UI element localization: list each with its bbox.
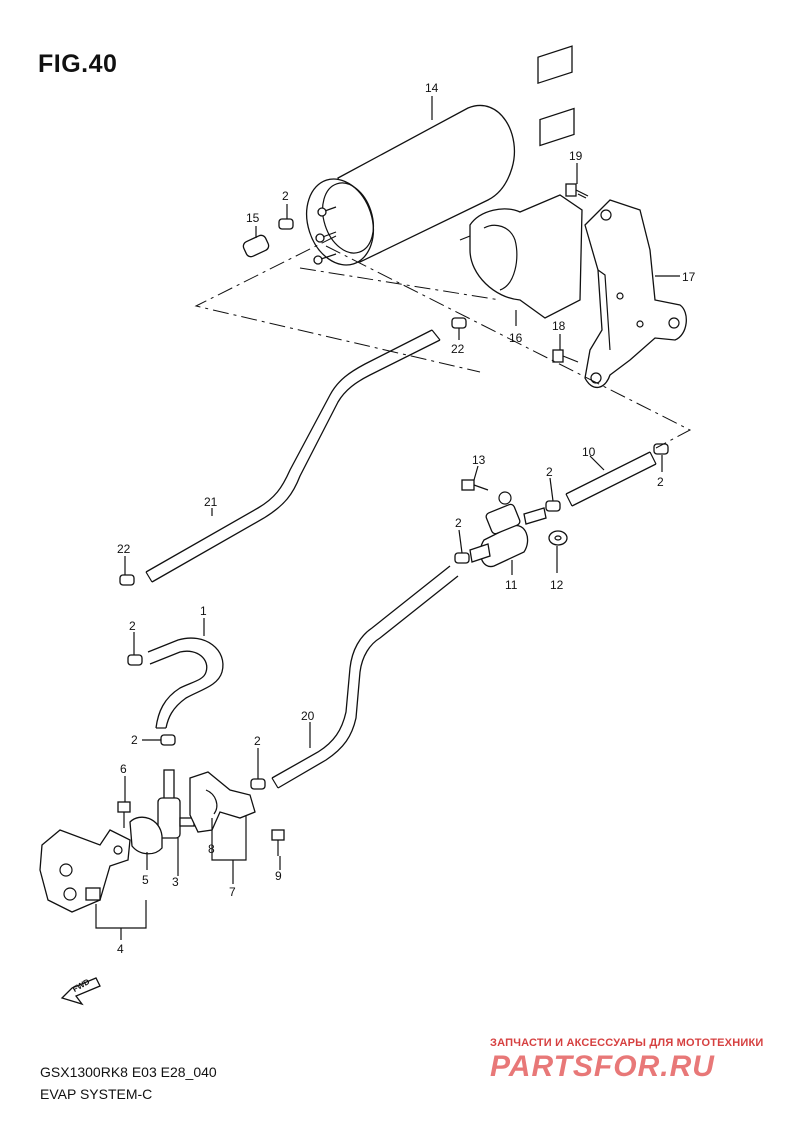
clamp-part-2-hose20 bbox=[250, 778, 266, 790]
callout-2: 2 bbox=[129, 619, 136, 633]
callout-2: 2 bbox=[657, 475, 664, 489]
callout-22: 22 bbox=[117, 542, 131, 556]
callout-21: 21 bbox=[204, 495, 218, 509]
hose-part-1 bbox=[147, 637, 224, 729]
callout-7: 7 bbox=[229, 885, 236, 899]
watermark-logo: PARTSFOR.RU bbox=[490, 1050, 715, 1083]
hose-part-10 bbox=[565, 451, 657, 507]
callout-14: 14 bbox=[425, 81, 439, 95]
callout-11: 11 bbox=[505, 578, 518, 592]
section-title: EVAP SYSTEM-C bbox=[40, 1086, 153, 1102]
clamp-part-22-top bbox=[451, 317, 467, 329]
plug-part-15 bbox=[242, 234, 270, 258]
callout-20: 20 bbox=[301, 709, 315, 723]
callout-2: 2 bbox=[546, 465, 553, 479]
clamp-bracket-part-7 bbox=[189, 771, 256, 833]
canister-holder-part-16 bbox=[459, 45, 583, 319]
callout-1: 1 bbox=[200, 604, 207, 618]
bolt-part-9 bbox=[271, 829, 285, 856]
callout-2: 2 bbox=[282, 189, 289, 203]
model-code: GSX1300RK8 E03 E28_040 bbox=[40, 1064, 217, 1080]
callout-17: 17 bbox=[682, 270, 696, 284]
bracket-part-5 bbox=[39, 816, 163, 913]
clamp-part-2-lower bbox=[160, 734, 176, 746]
callout-10: 10 bbox=[582, 445, 596, 459]
watermark-tagline: ЗАПЧАСТИ И АКСЕССУАРЫ ДЛЯ МОТОТЕХНИКИ bbox=[490, 1037, 764, 1049]
fwd-arrow-icon bbox=[60, 977, 101, 1006]
callout-4: 4 bbox=[117, 942, 124, 956]
callout-13: 13 bbox=[472, 453, 486, 467]
hose-part-20 bbox=[271, 565, 459, 789]
callout-labels: 14 2 15 19 17 16 18 22 10 13 2 2 2 11 12… bbox=[117, 81, 696, 956]
callout-12: 12 bbox=[550, 578, 564, 592]
callout-16: 16 bbox=[509, 331, 523, 345]
callout-15: 15 bbox=[246, 211, 260, 225]
canister-part-14 bbox=[306, 105, 516, 266]
callout-22: 22 bbox=[451, 342, 465, 356]
callout-2: 2 bbox=[131, 733, 138, 747]
callout-3: 3 bbox=[172, 875, 179, 889]
callout-2: 2 bbox=[455, 516, 462, 530]
callout-5: 5 bbox=[142, 873, 149, 887]
callout-9: 9 bbox=[275, 869, 282, 883]
clamp-part-2-valve-a bbox=[545, 500, 561, 512]
clamp-part-2-hose1 bbox=[127, 654, 143, 666]
bolt-part-18 bbox=[552, 349, 579, 363]
bolt-part-6 bbox=[117, 801, 131, 828]
bolt-part-19 bbox=[565, 183, 589, 199]
clamp-part-2-valve-b bbox=[454, 552, 470, 564]
clamp-part-2-top bbox=[278, 218, 294, 230]
figure-title: FIG.40 bbox=[38, 50, 118, 78]
canister-bracket-part-17 bbox=[584, 199, 687, 389]
callout-8: 8 bbox=[208, 842, 215, 856]
nut-part-4 bbox=[85, 887, 101, 901]
callout-6: 6 bbox=[120, 762, 127, 776]
hose-part-21 bbox=[145, 329, 441, 583]
clamp-part-22-bottom bbox=[119, 574, 135, 586]
callout-18: 18 bbox=[552, 319, 566, 333]
callout-2: 2 bbox=[254, 734, 261, 748]
clamp-part-2-right bbox=[653, 443, 669, 455]
fitting-part-3 bbox=[157, 769, 195, 839]
callout-19: 19 bbox=[569, 149, 583, 163]
leader-lines bbox=[95, 96, 680, 940]
bolt-part-13 bbox=[461, 479, 489, 491]
valve-part-11 bbox=[469, 491, 547, 568]
washer-part-12 bbox=[548, 530, 568, 546]
